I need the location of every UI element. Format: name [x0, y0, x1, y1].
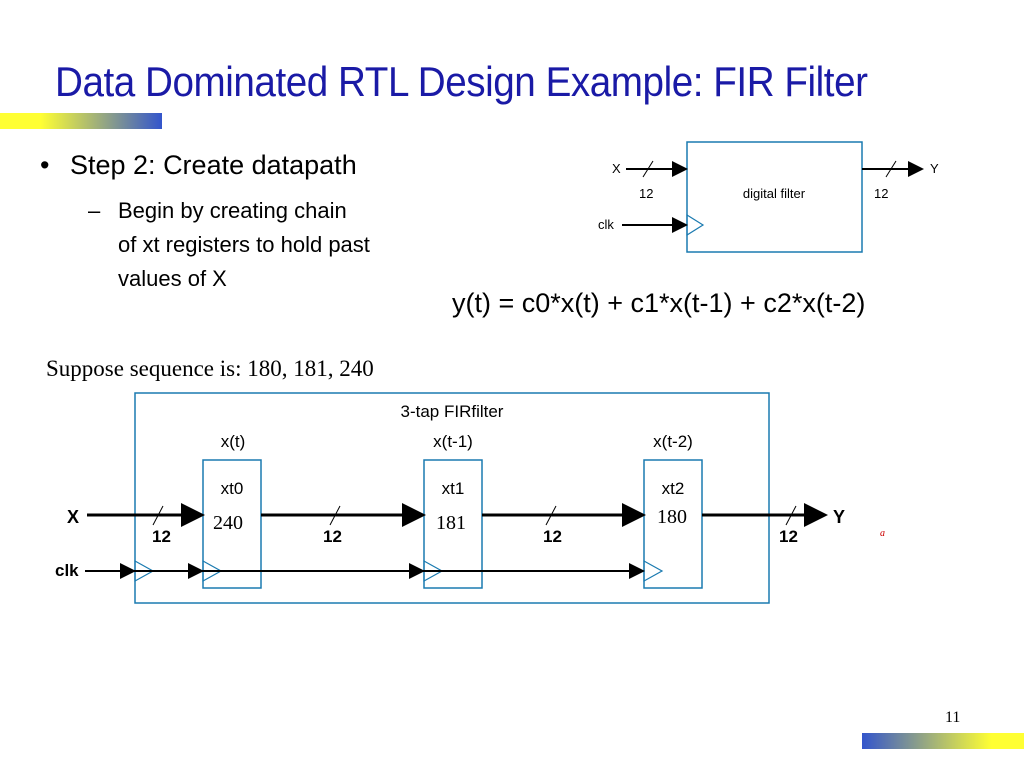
top-clk-label: clk [598, 217, 614, 232]
digital-filter-box [686, 141, 863, 253]
register-value-1: 181 [436, 512, 466, 534]
register-value-0: 240 [213, 512, 243, 534]
accent-bar-top [0, 113, 162, 129]
top-input-slash [642, 160, 654, 178]
bullet-text: Step 2: Create datapath [70, 150, 357, 180]
digital-filter-diagram: digital filter X 12 clk Y 12 [598, 141, 939, 253]
slide-title: Data Dominated RTL Design Example: FIR F… [55, 58, 868, 105]
bus-width-1: 12 [323, 527, 342, 546]
bullet-item: • Step 2: Create datapath [40, 150, 357, 181]
fir-output-label: Y [833, 507, 845, 527]
register-time-label-0: x(t) [221, 432, 246, 451]
sub-bullet-line-2: of xt registers to hold past [118, 232, 370, 257]
bus-slash [785, 505, 797, 526]
fir-input-label: X [67, 507, 79, 527]
top-output-slash [885, 160, 897, 178]
page-number: 11 [945, 709, 961, 726]
accent-bar-bottom [862, 733, 1024, 749]
sub-bullet: – Begin by creating chain of xt register… [88, 194, 370, 296]
digital-filter-label: digital filter [743, 186, 806, 201]
register-name-2: xt2 [662, 479, 685, 498]
bullet-marker: • [40, 150, 50, 180]
sub-bullet-line-3: values of X [118, 266, 227, 291]
register-time-label-1: x(t-1) [433, 432, 473, 451]
top-input-label: X [612, 161, 621, 176]
register-value-2: 180 [657, 506, 687, 528]
input-sequence-text: Suppose sequence is: 180, 181, 240 [46, 356, 374, 381]
red-mark: a [880, 528, 885, 539]
fir-clk-label: clk [55, 561, 79, 580]
register-time-label-2: x(t-2) [653, 432, 693, 451]
register-name-1: xt1 [442, 479, 465, 498]
top-input-width: 12 [639, 186, 653, 201]
fir-filter-title: 3-tap FIRfilter [401, 402, 504, 421]
bus-slash [545, 505, 557, 526]
top-output-width: 12 [874, 186, 888, 201]
register-name-0: xt0 [221, 479, 244, 498]
sub-bullet-dash: – [88, 198, 101, 223]
bus-width-3: 12 [779, 527, 798, 546]
bus-slash [329, 505, 341, 526]
bus-width-2: 12 [543, 527, 562, 546]
filter-equation: y(t) = c0*x(t) + c1*x(t-1) + c2*x(t-2) [452, 288, 866, 318]
bus-width-0: 12 [152, 527, 171, 546]
fir-filter-diagram: 3-tap FIRfilter x(t) x(t-1) x(t-2) xt0 x… [55, 392, 845, 604]
sub-bullet-line-1: Begin by creating chain [118, 198, 347, 223]
bus-slash [152, 505, 164, 526]
top-output-label: Y [930, 161, 939, 176]
